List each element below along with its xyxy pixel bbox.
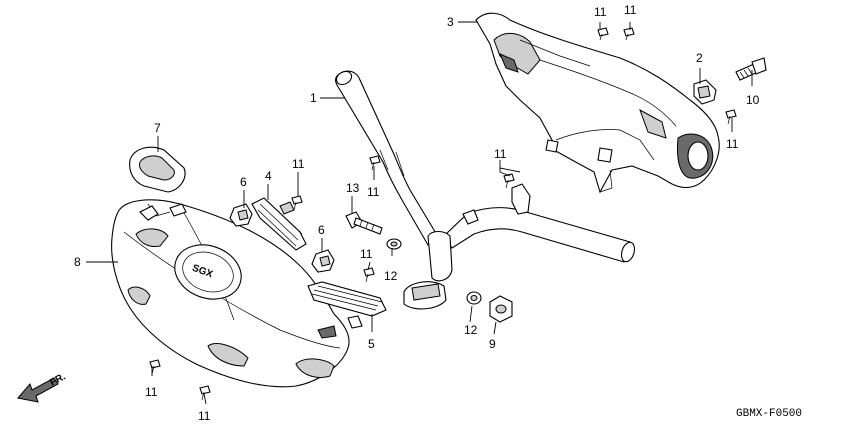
callout-11b: 11 <box>624 3 637 17</box>
leader-lines <box>86 21 753 405</box>
screw-11a <box>597 27 609 41</box>
grille-5 <box>307 281 387 329</box>
callout-2: 2 <box>696 51 703 65</box>
screw-11e <box>291 195 303 211</box>
callout-1: 1 <box>310 91 317 105</box>
screw-11f <box>363 267 375 283</box>
screw-11i <box>199 385 211 401</box>
clip-nut-6a <box>229 203 253 227</box>
callout-11i: 11 <box>198 409 211 423</box>
sgx-emblem: SGX <box>174 244 242 300</box>
grille-4 <box>251 197 307 251</box>
rear-handlebar-cover <box>475 12 720 194</box>
bolt-13 <box>345 211 383 235</box>
handlebar-pipe <box>335 70 636 310</box>
callout-10: 10 <box>746 93 760 107</box>
callout-labels: 1 2 3 4 5 6 6 7 8 9 10 11 11 11 11 11 11… <box>74 3 760 423</box>
callout-11h: 11 <box>145 385 158 399</box>
callout-8: 8 <box>74 255 81 269</box>
callout-5: 5 <box>368 337 375 351</box>
callout-12a: 12 <box>384 269 398 283</box>
grommet-frame <box>129 146 186 193</box>
screw-11b <box>623 27 635 41</box>
callout-13: 13 <box>346 181 360 195</box>
callout-3: 3 <box>447 15 454 29</box>
callout-7: 7 <box>154 121 161 135</box>
clip-nut-6b <box>311 249 335 273</box>
washer-12b <box>466 291 482 305</box>
callout-4: 4 <box>265 169 272 183</box>
callout-6b: 6 <box>318 223 325 237</box>
diagram-code: GBMX-F0500 <box>736 408 802 420</box>
callout-11g: 11 <box>494 147 507 161</box>
callout-11f: 11 <box>360 247 373 261</box>
callout-9: 9 <box>489 337 496 351</box>
callout-12b: 12 <box>464 323 478 337</box>
callout-11a: 11 <box>594 5 607 19</box>
front-direction-label: FR. <box>48 371 68 388</box>
callout-11d: 11 <box>367 185 380 199</box>
callout-6a: 6 <box>240 175 247 189</box>
callout-11e: 11 <box>292 157 305 171</box>
front-direction-arrow: FR. <box>17 371 68 403</box>
bolt-10 <box>735 57 767 81</box>
nut-9 <box>489 295 513 323</box>
clip <box>693 79 717 105</box>
washer-12a <box>386 238 402 250</box>
screw-11h <box>149 359 161 375</box>
screw-11d <box>369 155 381 171</box>
screw-11g <box>503 173 515 189</box>
callout-11c: 11 <box>726 137 739 151</box>
screw-11c <box>725 109 737 125</box>
